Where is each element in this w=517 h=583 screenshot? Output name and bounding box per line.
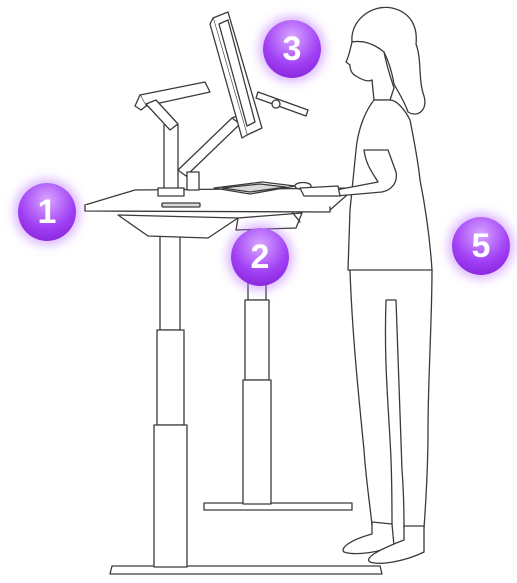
desk-back-foot [204,503,352,510]
callout-badge-5: 5 [452,217,510,275]
callout-badge-2: 2 [231,228,289,286]
callout-badge-3-label: 3 [283,30,302,68]
desk-front-foot [110,566,382,574]
callout-badge-1-label: 1 [38,193,57,231]
callout-badge-3: 3 [263,20,321,78]
desk-front-leg [154,235,187,567]
callout-badge-5-label: 5 [472,227,491,265]
monitor-arm [135,82,308,196]
callout-badge-1: 1 [18,183,76,241]
callout-badge-2-label: 2 [251,238,270,276]
standing-person [300,7,432,563]
monitor [210,12,262,138]
